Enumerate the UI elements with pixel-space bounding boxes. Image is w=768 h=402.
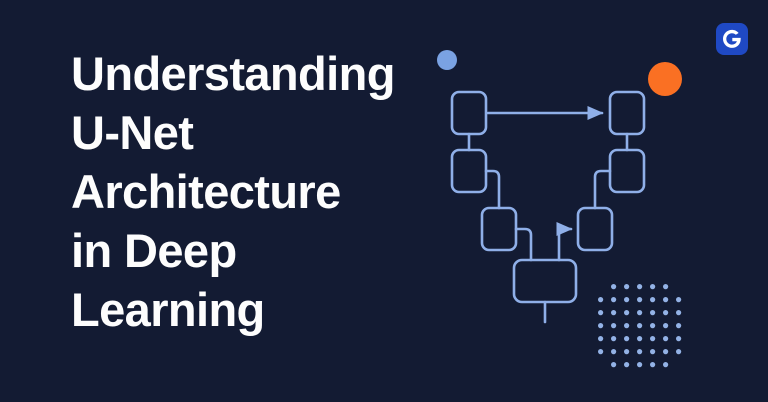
grid-dot [598,297,604,303]
grid-dot [624,349,630,355]
grid-dot [624,310,630,316]
grid-dot [611,362,617,368]
node-decoder-1 [608,90,646,136]
title-line-3: Architecture [71,165,341,218]
grid-dot [611,349,617,355]
node-encoder-3 [480,206,518,252]
brand-logo[interactable] [716,23,748,55]
grid-dot [598,336,604,342]
blue-accent-circle [437,50,457,70]
grid-dot [611,297,617,303]
grid-dot [650,362,656,368]
grid-dot [663,323,669,329]
page-title: Understanding U-Net Architecture in Deep… [71,44,451,339]
node-decoder-2 [608,148,646,194]
orange-accent-circle [648,62,682,96]
grid-dot [650,336,656,342]
grid-dot [624,297,630,303]
link-bottleneck-dec3 [556,221,573,262]
node-bottleneck [512,258,578,304]
grid-dot [637,323,643,329]
grid-dot [598,310,604,316]
title-line-2: U-Net [71,106,194,159]
grid-dot [624,284,630,290]
g-logo-icon [723,29,741,48]
title-line-5: Learning [71,283,265,336]
grid-dot [611,310,617,316]
grid-dot [663,336,669,342]
grid-dot [663,349,669,355]
link-enc2-enc3 [484,169,501,210]
grid-dot [676,297,682,303]
grid-dot [637,336,643,342]
node-decoder-3 [576,206,614,252]
grid-dot [663,297,669,303]
link-enc3-bottleneck [514,227,533,262]
grid-dot [676,323,682,329]
u-net-architecture-diagram [430,70,690,330]
link-dec3-dec2 [593,169,612,210]
dot-grid-pattern [596,282,682,368]
grid-dot [611,323,617,329]
grid-dot [663,362,669,368]
grid-dot [663,310,669,316]
grid-dot [598,349,604,355]
grid-dot [637,362,643,368]
grid-dot [637,310,643,316]
grid-dot [637,349,643,355]
grid-dot [637,297,643,303]
grid-dot [650,310,656,316]
title-line-1: Understanding [71,47,395,100]
grid-dot [650,349,656,355]
grid-dot [624,323,630,329]
grid-dot [624,362,630,368]
grid-dot [650,297,656,303]
grid-dot [663,284,669,290]
node-encoder-1 [450,90,488,136]
grid-dot [598,323,604,329]
grid-dot [611,284,617,290]
node-encoder-2 [450,148,488,194]
title-line-4: in Deep [71,224,237,277]
grid-dot [624,336,630,342]
grid-dot [650,284,656,290]
grid-dot [676,349,682,355]
grid-dot [676,310,682,316]
grid-dot [637,284,643,290]
grid-dot [676,336,682,342]
grid-dot [650,323,656,329]
grid-dot [611,336,617,342]
